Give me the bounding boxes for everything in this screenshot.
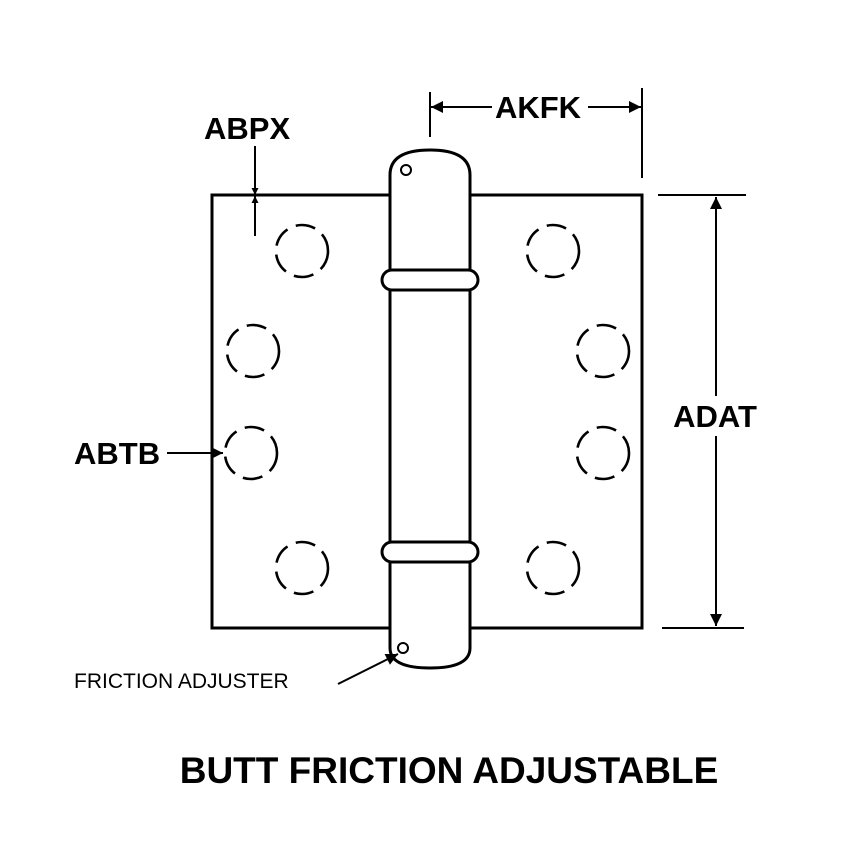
diagram-title: BUTT FRICTION ADJUSTABLE bbox=[180, 750, 719, 791]
akfk-label: AKFK bbox=[495, 90, 582, 125]
screw-hole bbox=[274, 223, 330, 279]
screw-hole bbox=[225, 323, 281, 379]
friction-adjuster-label: FRICTION ADJUSTER bbox=[74, 670, 289, 693]
hinge-barrel bbox=[388, 148, 472, 670]
screw-hole bbox=[274, 540, 330, 596]
abpx-label: ABPX bbox=[204, 111, 290, 146]
screw-holes bbox=[223, 223, 631, 596]
barrel-ring-top bbox=[380, 268, 480, 292]
screw-hole bbox=[575, 425, 631, 481]
friction-adjuster-arrow bbox=[337, 653, 399, 685]
screw-hole bbox=[223, 425, 279, 481]
screw-hole bbox=[575, 323, 631, 379]
screw-hole bbox=[525, 223, 581, 279]
barrel-ring-bottom bbox=[380, 540, 480, 564]
adat-label: ADAT bbox=[673, 399, 757, 434]
abtb-label: ABTB bbox=[74, 436, 160, 471]
screw-hole bbox=[525, 540, 581, 596]
friction-adjuster-pin bbox=[397, 642, 409, 654]
top-pin bbox=[400, 164, 412, 176]
